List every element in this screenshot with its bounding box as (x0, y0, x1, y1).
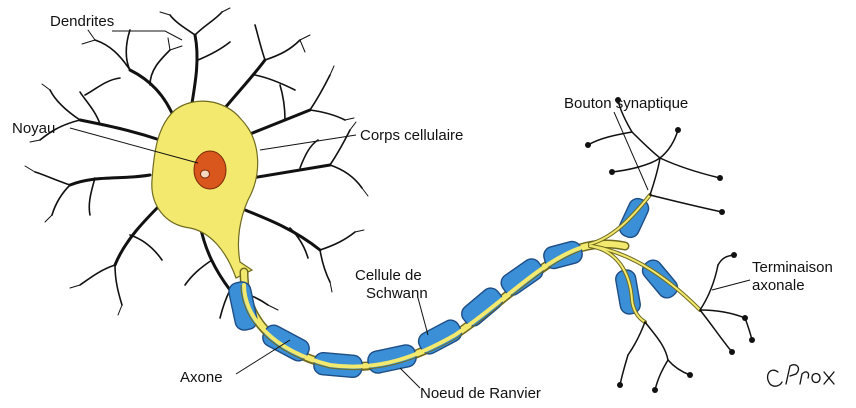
nucleus (194, 151, 226, 189)
synaptic-bouton (729, 349, 735, 355)
synaptic-bouton (742, 315, 748, 321)
label-noyau: Noyau (12, 120, 55, 137)
myelin-segment (366, 343, 418, 374)
artist-signature (768, 365, 834, 386)
synaptic-bouton (652, 387, 658, 393)
label-bouton-synaptique: Bouton synaptique (564, 95, 688, 112)
synaptic-bouton (719, 209, 725, 215)
synaptic-bouton (675, 127, 681, 133)
label-terminaison-line2: axonale (752, 277, 805, 294)
synaptic-bouton (749, 337, 755, 343)
synaptic-bouton (609, 169, 615, 175)
label-noeud-de-ranvier: Noeud de Ranvier (420, 385, 541, 402)
myelin-segment (498, 255, 547, 298)
label-cellule-de-schwann-line1: Cellule de (355, 267, 422, 284)
synaptic-bouton (731, 252, 737, 258)
synaptic-bouton (617, 382, 623, 388)
label-corps-cellulaire: Corps cellulaire (360, 127, 463, 144)
label-cellule-de-schwann-line2: Schwann (366, 285, 428, 302)
cell-body (152, 101, 258, 278)
synaptic-bouton (717, 175, 723, 181)
nucleolus (201, 170, 210, 178)
myelin-segment (639, 256, 681, 301)
synaptic-bouton (687, 372, 693, 378)
label-dendrites: Dendrites (50, 13, 114, 30)
synaptic-bouton (585, 142, 591, 148)
label-axone: Axone (180, 369, 223, 386)
label-terminaison-line1: Terminaison (752, 259, 833, 276)
